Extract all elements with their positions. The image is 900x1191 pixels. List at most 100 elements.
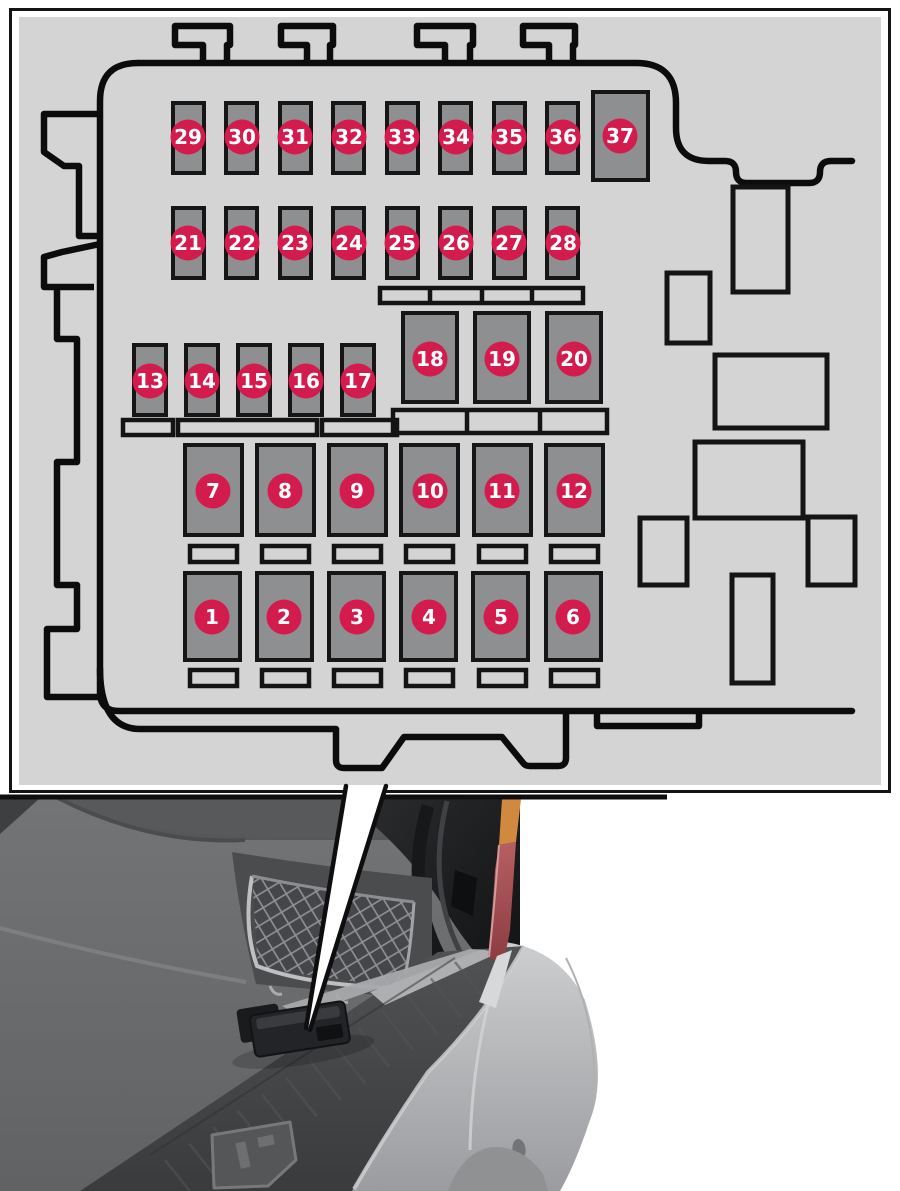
towing-eye-detail xyxy=(235,1141,251,1169)
pointer-edge-left xyxy=(303,783,349,1031)
hatch-latch xyxy=(451,870,477,916)
connector-bar xyxy=(390,407,610,436)
sill-rib xyxy=(357,1027,391,1068)
body-sill-chrome xyxy=(479,950,512,1008)
fuse-16: 16 xyxy=(288,343,324,417)
fuse-10-number: 10 xyxy=(416,479,444,503)
sill-top-edge-highlight xyxy=(282,949,488,1016)
fuse-26: 26 xyxy=(438,206,474,280)
fuse-2-number: 2 xyxy=(277,605,291,629)
fuse-20-badge xyxy=(556,341,592,377)
fuse-13-number: 13 xyxy=(136,369,164,393)
connector-bar xyxy=(319,417,400,438)
fuse-13-badge xyxy=(132,363,168,399)
component-box xyxy=(730,184,791,295)
bumper-lower-recess xyxy=(448,1146,548,1191)
fuse-17: 17 xyxy=(340,343,376,417)
fuse-18-body xyxy=(401,311,459,404)
empty-slot xyxy=(331,543,384,565)
fuse-27: 27 xyxy=(491,206,527,280)
fuse-18-badge xyxy=(412,341,448,377)
fuse-21-badge xyxy=(170,225,206,261)
outline-top-tab-2 xyxy=(277,22,337,63)
fuse-1-badge xyxy=(194,599,230,635)
towing-eye-detail xyxy=(257,1134,275,1148)
fuse-28: 28 xyxy=(545,206,581,280)
fuse-33: 33 xyxy=(384,101,420,175)
fuse-30-number: 30 xyxy=(228,125,256,149)
fuse-14-badge xyxy=(184,363,220,399)
fusebox-outline xyxy=(40,22,856,772)
fuse-19-badge xyxy=(484,341,520,377)
outline-left-zigzag xyxy=(43,287,100,701)
fuse-27-badge xyxy=(491,225,527,261)
fuse-11-badge xyxy=(484,473,520,509)
fuse-25-number: 25 xyxy=(388,231,416,255)
bumper-crease-right xyxy=(565,957,596,1101)
fuse-10: 10 xyxy=(399,443,460,537)
fuse-17-badge xyxy=(340,363,376,399)
fuse-7: 7 xyxy=(183,443,244,537)
fuse-5-badge xyxy=(483,599,519,635)
fuse-21: 21 xyxy=(170,206,206,280)
fuse-29-badge xyxy=(170,119,206,155)
empty-slot xyxy=(187,667,240,689)
fuse-4-number: 4 xyxy=(422,605,436,629)
tail-light-orange xyxy=(499,799,521,845)
fuse-3-number: 3 xyxy=(350,605,364,629)
empty-slot xyxy=(331,667,384,689)
empty-slot xyxy=(476,667,529,689)
fuse-26-number: 26 xyxy=(442,231,470,255)
fuse-37-badge xyxy=(602,118,638,154)
fuse-8-badge xyxy=(267,473,303,509)
fuse-14: 14 xyxy=(184,343,220,417)
fuse-2: 2 xyxy=(255,571,314,662)
fuse-1: 1 xyxy=(183,571,242,662)
connector-bar-dividers xyxy=(427,288,535,303)
fuse-20: 20 xyxy=(545,311,603,404)
fuse-31: 31 xyxy=(277,101,313,175)
fuse-12: 12 xyxy=(544,443,605,537)
fuse-16-badge xyxy=(288,363,324,399)
fuse-10-badge xyxy=(412,473,448,509)
outline-top-tab-1 xyxy=(171,22,234,63)
sill-rib xyxy=(284,1076,318,1118)
fuse-3-badge xyxy=(339,599,375,635)
fuse-23: 23 xyxy=(277,206,313,280)
tail-light-red xyxy=(488,842,516,962)
fuse-3: 3 xyxy=(327,571,386,662)
connector-bars xyxy=(120,285,610,438)
fuse-21-number: 21 xyxy=(174,231,202,255)
fuse-15-badge xyxy=(236,363,272,399)
fuse-12-badge xyxy=(556,473,592,509)
fuse-31-badge xyxy=(277,119,313,155)
fuse-4: 4 xyxy=(399,571,458,662)
fuse-18-number: 18 xyxy=(416,347,444,371)
outline-left-notch-upper xyxy=(40,110,100,240)
fuse-box-object xyxy=(232,1000,375,1069)
fuse-9: 9 xyxy=(327,443,388,537)
sill-seam xyxy=(149,957,456,1156)
fuse-35-number: 35 xyxy=(495,125,523,149)
fuse-19-number: 19 xyxy=(488,347,516,371)
fuse-23-badge xyxy=(277,225,313,261)
empty-slot xyxy=(403,667,456,689)
fuse-8-number: 8 xyxy=(278,479,292,503)
connector-bar-dividers xyxy=(464,410,543,433)
empty-slot xyxy=(548,543,601,565)
connector-bar xyxy=(120,417,176,438)
fuse-12-number: 12 xyxy=(560,479,588,503)
sill-rib xyxy=(429,977,463,1019)
fuse-22-number: 22 xyxy=(228,231,256,255)
component-box xyxy=(805,514,858,588)
fuse-35: 35 xyxy=(491,101,527,175)
component-box xyxy=(637,515,690,588)
fuse-24-badge xyxy=(331,225,367,261)
tail-light-highlight xyxy=(488,844,500,958)
fuse-11-number: 11 xyxy=(488,479,516,503)
fuse-27-number: 27 xyxy=(495,231,523,255)
fuse-34-number: 34 xyxy=(442,125,470,149)
component-box xyxy=(729,572,776,686)
fuse-28-number: 28 xyxy=(549,231,577,255)
